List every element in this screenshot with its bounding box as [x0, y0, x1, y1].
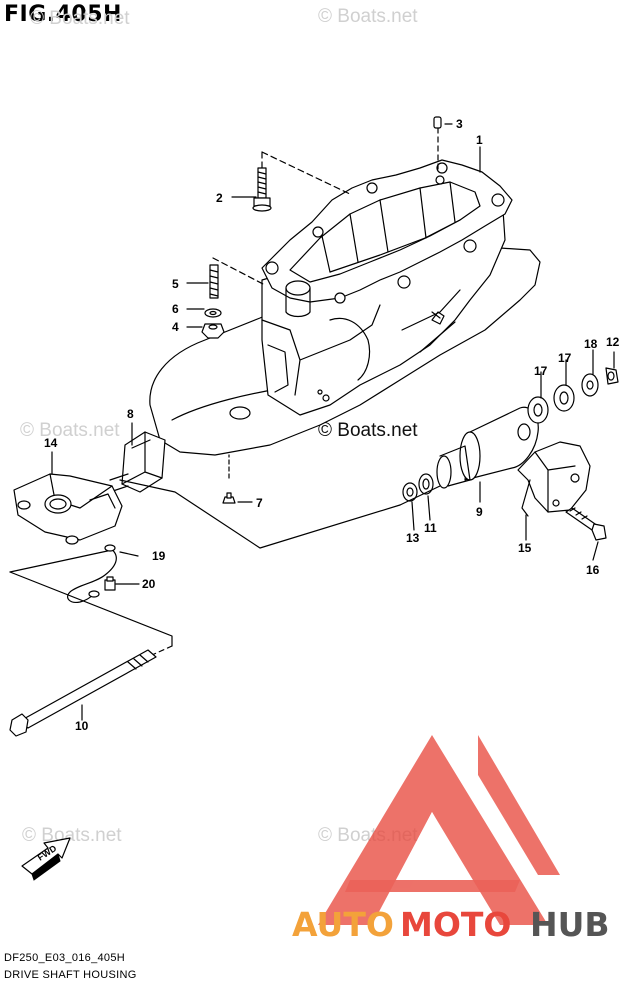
logo-word-moto: MOTO	[400, 905, 511, 944]
part-13-washer	[402, 482, 418, 502]
part-16-bolt	[565, 507, 607, 541]
callout-13: 13	[406, 531, 420, 545]
watermark-bottom-left: © Boats.net	[22, 825, 122, 846]
part-17-washer-b	[553, 384, 575, 412]
figure-caption: DRIVE SHAFT HOUSING	[4, 969, 137, 981]
part-19-lead-wire	[67, 544, 117, 603]
callout-18: 18	[584, 337, 598, 351]
part-6-washer	[204, 308, 222, 318]
part-5-stud	[209, 264, 219, 299]
fwd-arrow-icon	[21, 837, 71, 881]
part-4-nut	[201, 323, 225, 339]
callout-6: 6	[172, 302, 179, 316]
logo-word-auto: AUTO	[292, 905, 394, 944]
drive-shaft-housing	[149, 159, 541, 456]
part-20-screw	[104, 576, 116, 591]
callout-11: 11	[424, 521, 437, 535]
callout-20: 20	[142, 577, 156, 591]
part-3-dowel-pin	[433, 116, 442, 129]
part-18-washer	[581, 373, 599, 397]
callout-10: 10	[75, 719, 89, 733]
part-9-mount-rubber	[436, 406, 539, 489]
callout-7: 7	[256, 496, 263, 510]
watermark-left-mid: © Boats.net	[20, 420, 120, 441]
figure-title: FIG.405H	[4, 2, 122, 27]
logo-word-hub: HUB	[530, 905, 610, 944]
part-11-washer	[418, 473, 434, 495]
callout-4: 4	[172, 320, 179, 334]
callout-12: 12	[606, 335, 620, 349]
callout-19: 19	[152, 549, 166, 563]
automotohub-logo-icon	[318, 735, 560, 925]
watermark-top-right: © Boats.net	[318, 6, 418, 27]
part-14-clamp-bracket	[13, 473, 123, 545]
callout-8: 8	[127, 407, 134, 421]
callout-17a: 17	[534, 364, 548, 378]
watermark-top-left: © Boats.net	[30, 8, 130, 29]
callout-16: 16	[586, 563, 600, 577]
callout-17b: 17	[558, 351, 572, 365]
part-12-nut	[605, 367, 619, 385]
part-7-screw	[222, 492, 236, 504]
callout-3: 3	[456, 117, 463, 131]
part-10-long-bolt	[9, 649, 157, 737]
part-15-mount-cover	[517, 441, 591, 517]
callout-2: 2	[216, 191, 223, 205]
callout-15: 15	[518, 541, 532, 555]
callout-1: 1	[476, 133, 483, 147]
callout-5: 5	[172, 277, 179, 291]
callout-9: 9	[476, 505, 483, 519]
part-8-grommet	[109, 431, 166, 493]
watermark-center: © Boats.net	[318, 420, 418, 441]
part-17-washer-a	[527, 396, 549, 424]
model-code: DF250_E03_016_405H	[4, 952, 125, 964]
callout-14: 14	[44, 436, 58, 450]
part-2-bolt	[252, 167, 272, 212]
